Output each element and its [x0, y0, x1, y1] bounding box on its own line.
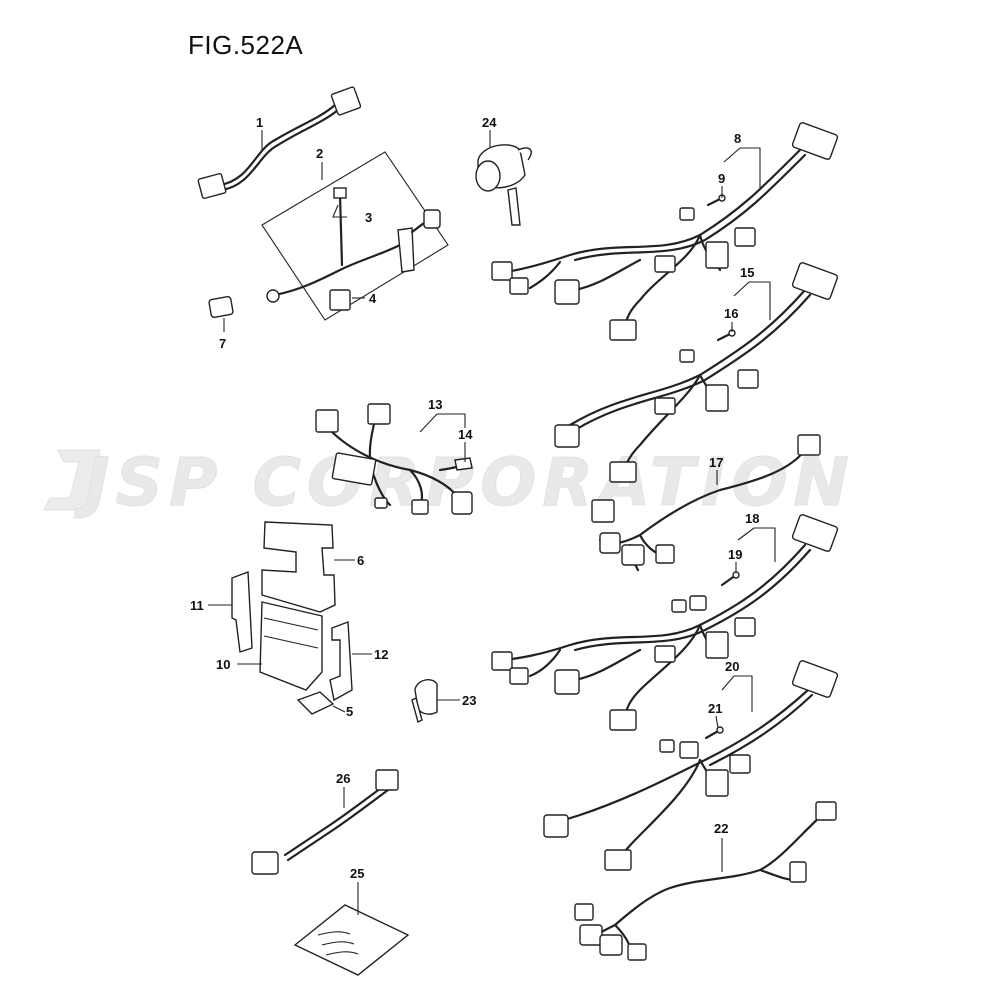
- part-17-harness[interactable]: [591, 434, 821, 572]
- callout-9: 9: [718, 171, 725, 186]
- part-6-cover[interactable]: [261, 521, 336, 613]
- part-10-ecu[interactable]: [259, 601, 323, 691]
- callout-21: 21: [708, 701, 722, 716]
- part-5-grommet[interactable]: [296, 691, 335, 715]
- callout-13: 13: [428, 397, 442, 412]
- callout-3: 3: [365, 210, 372, 225]
- callout-10: 10: [216, 657, 230, 672]
- part-8-main-harness[interactable]: [491, 122, 839, 341]
- part-4-clip[interactable]: [329, 289, 351, 311]
- callout-19: 19: [728, 547, 742, 562]
- callout-14: 14: [458, 427, 473, 442]
- part-2-ground-wire[interactable]: [266, 209, 441, 303]
- part-14-bracket[interactable]: [454, 457, 473, 471]
- callout-22: 22: [714, 821, 728, 836]
- part-2-kit-box: [261, 151, 449, 321]
- callout-25: 25: [350, 866, 364, 881]
- callout-6: 6: [357, 553, 364, 568]
- part-15-harness[interactable]: [554, 262, 839, 483]
- callout-4: 4: [369, 291, 377, 306]
- callout-2: 2: [316, 146, 323, 161]
- part-22-harness[interactable]: [574, 801, 837, 961]
- part-21-bolt[interactable]: [704, 726, 724, 740]
- callout-5: 5: [346, 704, 353, 719]
- part-19-bolt[interactable]: [720, 571, 740, 587]
- part-1-harness[interactable]: [197, 86, 362, 200]
- part-23-cover[interactable]: [411, 679, 438, 724]
- callout-17: 17: [709, 455, 723, 470]
- part-3-cable-tie[interactable]: [333, 187, 347, 267]
- callout-24: 24: [482, 115, 497, 130]
- callout-labels: 1 2 3 4 5 6 7 8 9 10 11 12 13 14 15 16 1…: [190, 115, 759, 881]
- part-25-label-sheet[interactable]: [293, 904, 410, 976]
- part-20-harness[interactable]: [543, 660, 839, 871]
- callout-11: 11: [190, 598, 204, 613]
- callout-16: 16: [724, 306, 738, 321]
- part-7-cap[interactable]: [208, 296, 234, 318]
- callout-23: 23: [462, 693, 476, 708]
- callout-8: 8: [734, 131, 741, 146]
- leader-lines: [208, 130, 776, 915]
- part-11-bracket[interactable]: [231, 571, 253, 653]
- part-18-harness[interactable]: [491, 514, 839, 731]
- callout-1: 1: [256, 115, 263, 130]
- callout-26: 26: [336, 771, 350, 786]
- callout-20: 20: [725, 659, 739, 674]
- figure-title: FIG.522A: [188, 30, 304, 60]
- part-24-relay[interactable]: [475, 144, 532, 226]
- part-26-harness[interactable]: [251, 769, 399, 875]
- callout-12: 12: [374, 647, 388, 662]
- callout-18: 18: [745, 511, 759, 526]
- callout-7: 7: [219, 336, 226, 351]
- callout-15: 15: [740, 265, 754, 280]
- part-12-bracket[interactable]: [329, 621, 353, 702]
- part-13-harness[interactable]: [315, 403, 473, 515]
